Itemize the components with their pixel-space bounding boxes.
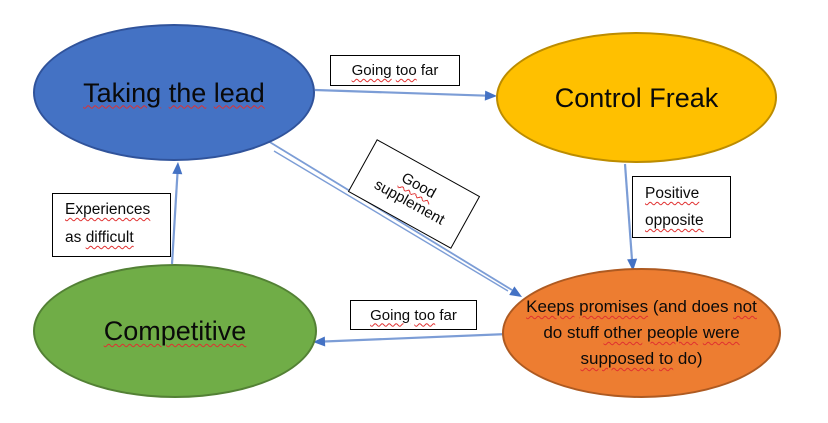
arrow-taking-to-control[interactable] <box>314 88 497 101</box>
edge-label-positive-opposite[interactable]: Positive opposite <box>632 176 731 238</box>
edge-label-line1: Positive <box>645 185 700 202</box>
edge-label-text: Going too far <box>351 62 439 79</box>
edge-label-going-too-far-top[interactable]: Going too far <box>330 55 460 86</box>
node-taking-the-lead[interactable]: Taking the lead <box>33 24 315 161</box>
node-competitive-label: Competitive <box>103 316 247 346</box>
node-competitive[interactable]: Competitive <box>33 264 317 398</box>
edge-label-line1: Experiences <box>65 201 151 218</box>
edge-label-going-too-far-bottom[interactable]: Going too far <box>350 300 477 330</box>
node-keeps-promises-line1: Keeps promises (and does not <box>526 297 757 316</box>
edge-label-text: Going too far <box>370 306 457 324</box>
node-control-freak[interactable]: Control Freak <box>496 32 777 163</box>
arrowhead-icon <box>484 90 497 101</box>
arrowhead-icon <box>313 336 326 347</box>
node-keeps-promises-line2: do stuff other people were <box>543 323 740 342</box>
node-control-freak-label: Control Freak <box>554 82 719 113</box>
node-keeps-promises[interactable]: Keeps promises (and does not do stuff ot… <box>502 268 781 398</box>
node-keeps-promises-line3: supposed to do) <box>580 349 703 368</box>
arrow-control-to-keeps[interactable] <box>623 163 638 271</box>
arrow-competitive-to-taking[interactable] <box>170 162 183 265</box>
arrow-keeps-to-competitive[interactable] <box>313 332 509 347</box>
arrowhead-icon <box>172 162 183 175</box>
arrowhead-icon <box>627 258 638 271</box>
edge-label-experiences-as-difficult[interactable]: Experiences as difficult <box>52 193 171 257</box>
edge-label-line2: opposite <box>645 212 704 229</box>
edge-label-line2: as difficult <box>65 229 134 246</box>
arrowhead-icon <box>509 286 522 297</box>
node-taking-the-lead-label: Taking the lead <box>83 77 265 108</box>
